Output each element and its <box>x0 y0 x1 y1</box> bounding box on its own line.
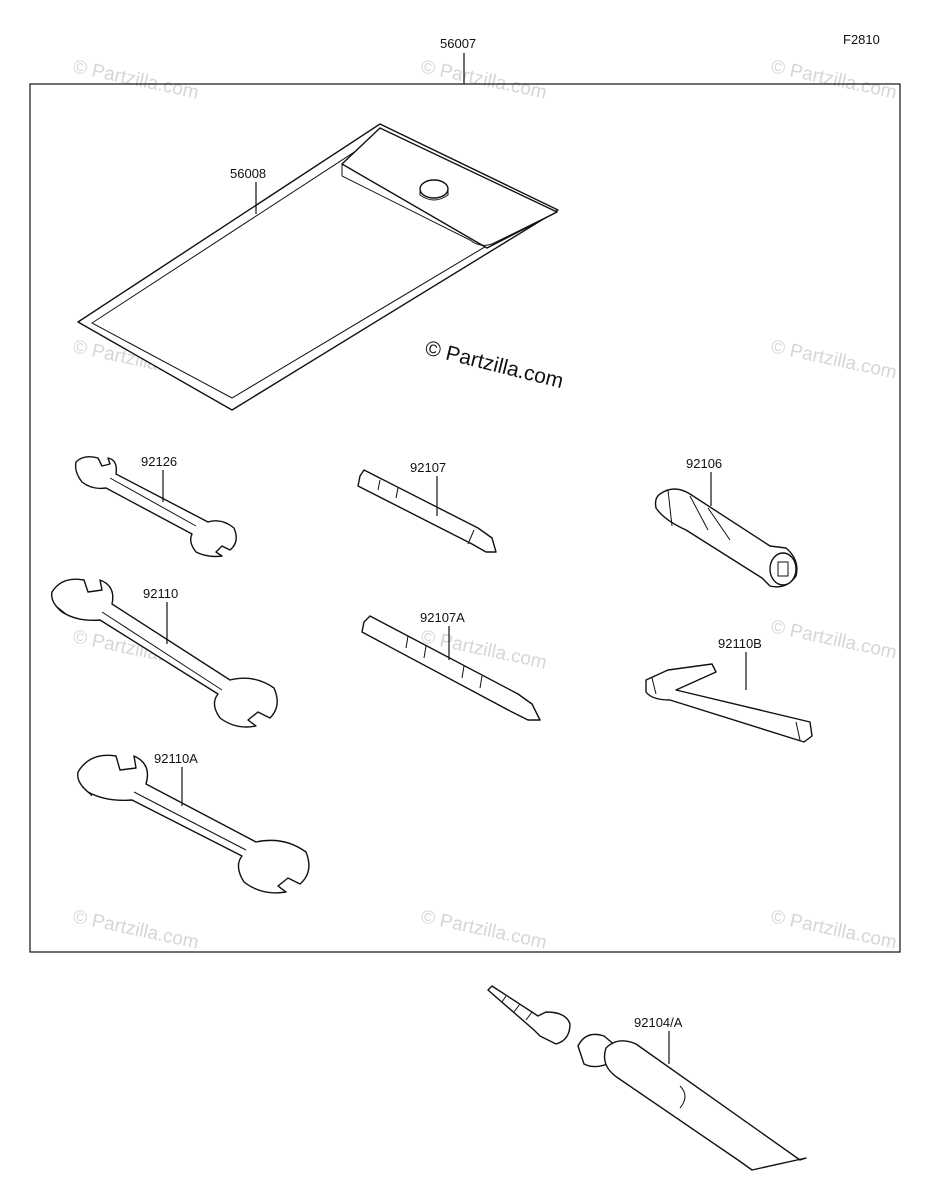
watermark-text: © Partzilla.com <box>71 56 201 103</box>
wrench-medium[interactable] <box>51 578 278 728</box>
wrench-small[interactable] <box>74 455 237 558</box>
watermark-text: © Partzilla.com <box>419 906 549 953</box>
label-kit[interactable]: 56007 <box>440 36 476 51</box>
label-grease-tube[interactable]: 92104/A <box>634 1015 683 1030</box>
kit-frame <box>29 83 901 953</box>
label-wrench-large[interactable]: 92110A <box>154 751 198 766</box>
hex-key[interactable] <box>645 663 813 743</box>
watermark-text: © Partzilla.com <box>419 56 549 103</box>
wrench-large[interactable] <box>77 754 310 894</box>
label-driver-bit-reversible[interactable]: 92107A <box>420 610 465 625</box>
watermark-text: © Partzilla.com <box>769 336 899 383</box>
watermark-text: © Partzilla.com <box>769 906 899 953</box>
label-pouch[interactable]: 56008 <box>230 166 266 181</box>
driver-bit[interactable] <box>357 469 497 553</box>
watermark-text: © Partzilla.com <box>71 906 201 953</box>
driver-bit-reversible[interactable] <box>361 615 541 721</box>
watermark-text: © Partzilla.com <box>769 616 899 663</box>
screwdriver-handle[interactable] <box>654 488 798 588</box>
label-driver-bit[interactable]: 92107 <box>410 460 446 475</box>
watermark-text: © Partzilla.com <box>769 56 899 103</box>
center-watermark: © Partzilla.com <box>423 337 566 394</box>
grease-tube-nozzle[interactable] <box>487 985 571 1045</box>
label-hex-key[interactable]: 92110B <box>718 636 762 651</box>
label-wrench-small[interactable]: 92126 <box>141 454 177 469</box>
grease-tube[interactable] <box>577 1033 807 1171</box>
label-handle[interactable]: 92106 <box>686 456 722 471</box>
label-wrench-medium[interactable]: 92110 <box>143 586 178 601</box>
pouch[interactable] <box>77 123 559 411</box>
figure-code: F2810 <box>843 32 880 47</box>
